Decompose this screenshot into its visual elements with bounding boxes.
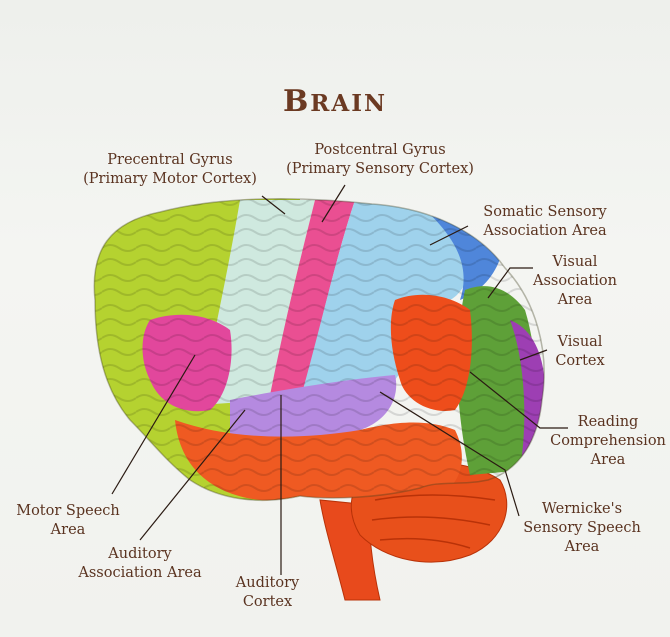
label-precentral: Precentral Gyrus(Primary Motor Cortex) [83,152,257,187]
diagram-title: BRAIN [0,84,670,119]
label-postcentral: Postcentral Gyrus(Primary Sensory Cortex… [286,142,474,177]
title-rest: RAIN [310,90,388,117]
title-initial: B [282,84,311,119]
leader-lines [111,184,568,575]
